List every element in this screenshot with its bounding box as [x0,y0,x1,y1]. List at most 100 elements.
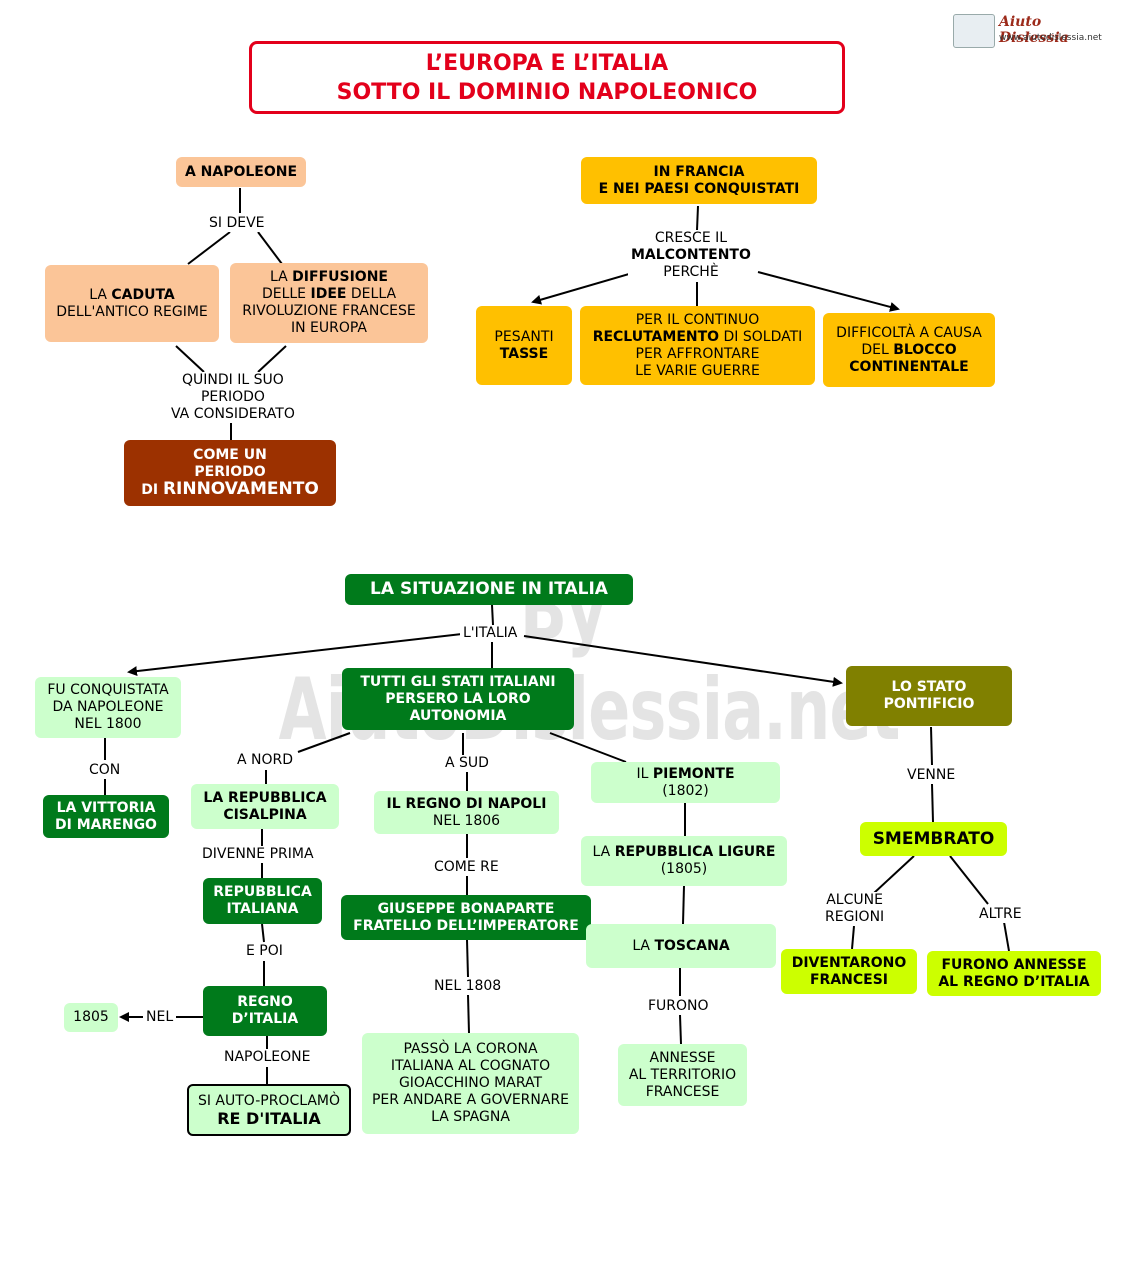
node-label: SMEMBRATO [872,828,995,849]
node-diventarono-francesi: DIVENTARONO FRANCESI [781,949,917,994]
text-line: LE VARIE GUERRE [635,362,760,379]
book-icon [953,14,995,48]
text-part: DEL [861,341,894,358]
text-line: IN FRANCIA [653,163,745,180]
link-e-poi: E POI [243,943,286,960]
connector [187,231,231,265]
connector [549,732,627,763]
connector [696,205,699,231]
node-blocco: DIFFICOLTÀ A CAUSA DEL BLOCCO CONTINENTA… [823,313,995,387]
connector [682,885,685,925]
text-part: DELLA [346,286,397,302]
text-part: LA [592,844,615,860]
connector [175,345,205,373]
text-line: ITALIANA [226,901,299,917]
logo-name: Aiuto Dislessia [999,14,1069,46]
text-line: DI MARENGO [55,816,157,833]
title-line-2: SOTTO IL DOMINIO NAPOLEONICO [336,79,758,105]
arrow-connector [127,633,463,677]
text-line: LA REPUBBLICA [203,789,327,806]
node-situazione-italia: LA SITUAZIONE IN ITALIA [345,574,633,605]
node-conquistata: FU CONQUISTATA DA NAPOLEONE NEL 1800 [35,677,181,738]
link-malcontento: CRESCE IL MALCONTENTO PERCHÈ [628,230,754,281]
text-line: SI AUTO-PROCLAMÒ [197,1093,341,1109]
text-part: LA [89,286,112,303]
text-bold: DIFFUSIONE [292,269,388,285]
link-con: CON [86,762,124,779]
node-cisalpina: LA REPUBBLICA CISALPINA [191,784,339,829]
text-line: (1802) [662,782,709,799]
text-line: DIFFICOLTÀ A CAUSA [836,324,982,341]
node-label: 1805 [73,1009,109,1025]
text-line: (1805) [660,861,708,877]
text-line: QUINDI IL SUO [182,372,284,388]
node-toscana: LA TOSCANA [586,924,776,968]
node-caduta: LA CADUTA DELL'ANTICO REGIME [45,265,219,342]
text-line: FRATELLO DELL’IMPERATORE [353,917,579,934]
connector [491,604,494,626]
text-line: GIUSEPPE BONAPARTE [377,900,555,917]
link-napoleone: NAPOLEONE [221,1049,314,1066]
arrow-connector [523,635,843,687]
text-line: TUTTI GLI STATI ITALIANI [360,673,556,690]
text-bold: MALCONTENTO [631,247,751,263]
connector [851,925,855,950]
node-tasse: PESANTI TASSE [476,306,572,385]
text-bold: RE D'ITALIA [217,1109,321,1128]
connector [257,345,287,373]
arrow-connector [531,271,637,305]
text-line: NEL 1800 [74,716,142,732]
text-bold: RINNOVAMENTO [162,479,319,499]
text-line: COME UN [193,447,267,463]
text-line: REGIONI [825,909,885,925]
text-line: AL TERRITORIO [628,1066,737,1083]
text-part: LA [270,269,293,285]
text-bold: REPUBBLICA LIGURE [614,844,776,860]
arrow-connector [757,271,900,312]
link-a-nord: A NORD [234,752,297,769]
connector [1003,921,1010,952]
text-line: ALCUNE [826,892,883,908]
text-line: ANNESSE [649,1049,716,1066]
link-venne: VENNE [904,767,959,784]
text-line: D’ITALIA [231,1011,299,1027]
text-line: PERSERO LA LORO [385,690,531,707]
connector [949,855,989,905]
node-1805: 1805 [64,1003,118,1032]
text-line: FURONO ANNESSE [941,956,1087,973]
text-line: PER IL CONTINUO [635,311,760,328]
connector [930,726,933,766]
text-line: AUTONOMIA [409,707,507,724]
text-line: REPUBBLICA [213,884,312,900]
text-line: AL REGNO D’ITALIA [938,973,1090,990]
text-part: LA [632,937,655,954]
link-divenne-prima: DIVENNE PRIMA [199,846,317,863]
text-line: FRANCESI [809,971,889,988]
text-line: DA NAPOLEONE [52,699,164,715]
link-quindi: QUINDI IL SUO PERIODO VA CONSIDERATO [168,372,298,423]
text-line: GIOACCHINO MARAT [398,1075,543,1091]
node-liguria: LA REPUBBLICA LIGURE (1805) [581,836,787,886]
text-bold: TOSCANA [654,937,730,954]
node-giuseppe-bonaparte: GIUSEPPE BONAPARTE FRATELLO DELL’IMPERAT… [341,895,591,940]
node-reclutamento: PER IL CONTINUO RECLUTAMENTO DI SOLDATI … [580,306,815,385]
node-repubblica-italiana: REPUBBLICA ITALIANA [203,878,322,924]
node-annesse-regno: FURONO ANNESSE AL REGNO D’ITALIA [927,951,1101,996]
connector [467,994,470,1034]
connector [873,855,915,894]
text-line: PONTIFICIO [883,696,975,712]
node-marengo: LA VITTORIA DI MARENGO [43,795,169,838]
node-annesse-francia: ANNESSE AL TERRITORIO FRANCESE [618,1044,747,1106]
node-label: A NAPOLEONE [184,163,298,180]
text-bold: CONTINENTALE [849,358,969,375]
site-logo[interactable]: Aiuto Dislessia www.aiutodislessia.net [953,14,1103,48]
text-part: DI SOLDATI [719,328,803,345]
text-bold: TASSE [499,345,549,362]
text-line: IN EUROPA [290,320,367,336]
text-bold: IL REGNO DI NAPOLI [386,795,547,812]
node-label: LA SITUAZIONE IN ITALIA [370,579,608,599]
text-line: PASSÒ LA CORONA [403,1041,538,1057]
text-line: PER ANDARE A GOVERNARE [371,1092,570,1108]
text-line: CISALPINA [223,806,307,823]
link-si-deve: SI DEVE [206,215,268,232]
